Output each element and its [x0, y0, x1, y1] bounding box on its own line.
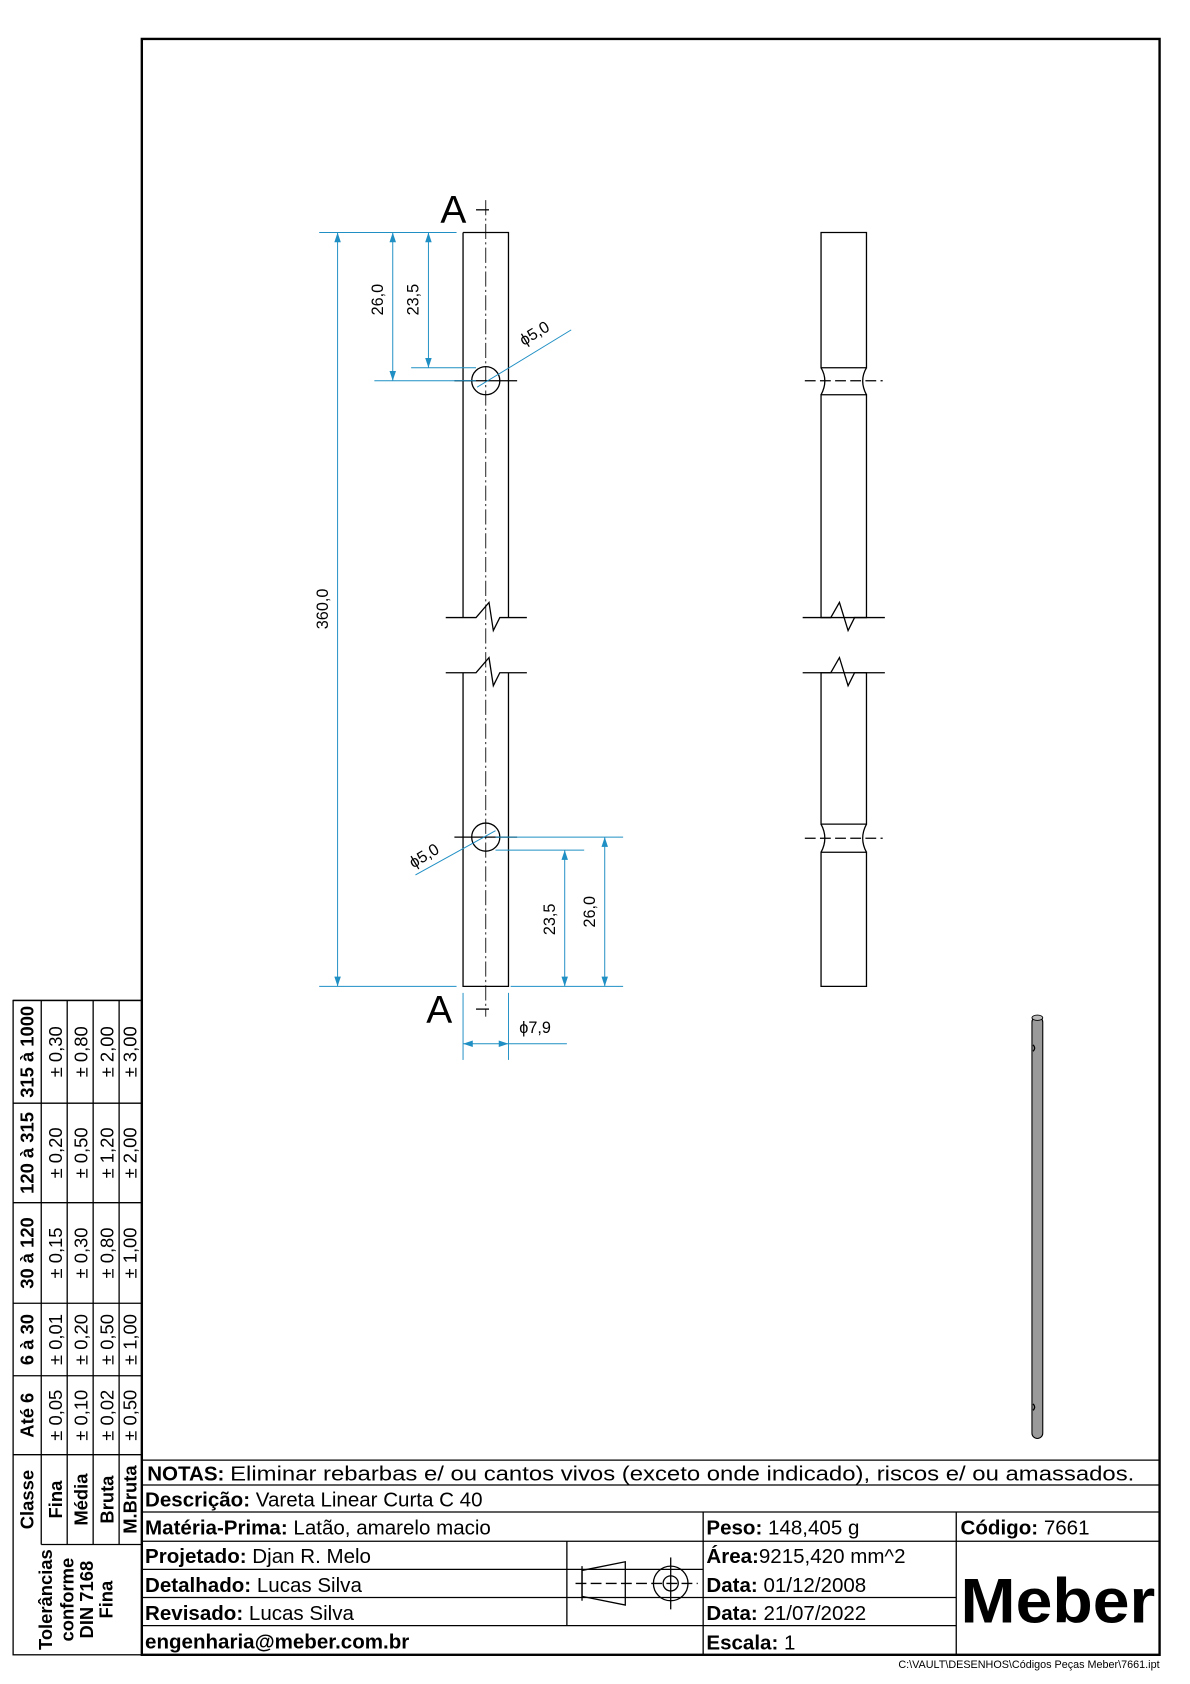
codigo-label: Código:: [961, 1517, 1039, 1540]
revisado-value: Lucas Silva: [249, 1602, 355, 1625]
file-path: C:\VAULT\DESENHOS\Códigos Peças Meber\76…: [898, 1659, 1159, 1671]
tolerance-title-line: Fina: [96, 1580, 117, 1619]
table-cell: ± 0,20: [45, 1127, 66, 1178]
table-header-cell: 6 à 30: [17, 1314, 38, 1365]
svg-text:Data: 01/12/2008: Data: 01/12/2008: [706, 1574, 866, 1597]
table-cell: ± 0,30: [71, 1228, 92, 1279]
materia-label: Matéria-Prima:: [145, 1517, 288, 1540]
dim-rod-dia: ϕ7,9: [519, 1019, 551, 1037]
table-row-label: Média: [71, 1473, 92, 1526]
data2-label: Data:: [706, 1602, 757, 1625]
meber-logo: Meber: [961, 1566, 1156, 1636]
email[interactable]: engenharia@meber.com.br: [145, 1630, 409, 1653]
data2-value: 21/07/2022: [763, 1602, 866, 1625]
data1-value: 01/12/2008: [763, 1574, 866, 1597]
tolerance-title-line: Tolerâncias: [35, 1549, 56, 1650]
dim-top-26: 26,0: [369, 284, 387, 316]
svg-text:NOTAS: Eliminar rebarbas e/ ou: NOTAS: Eliminar rebarbas e/ ou cantos vi…: [147, 1463, 1134, 1486]
table-cell: ± 1,00: [119, 1314, 140, 1365]
area-label: Área:: [706, 1545, 758, 1568]
section-label-top: A: [440, 189, 466, 232]
table-cell: ± 0,50: [71, 1127, 92, 1178]
notes-label: NOTAS:: [147, 1463, 224, 1486]
projetado-label: Projetado:: [145, 1545, 247, 1568]
projetado-value: Djan R. Melo: [252, 1545, 371, 1568]
table-cell: ± 1,00: [119, 1228, 140, 1279]
svg-text:Escala: 1: Escala: 1: [706, 1631, 795, 1654]
svg-text:Código: 7661: Código: 7661: [961, 1517, 1090, 1540]
table-header-cell: Até 6: [17, 1393, 38, 1438]
materia-value: Latão, amarelo macio: [293, 1517, 490, 1540]
svg-text:Projetado: Djan R. Melo: Projetado: Djan R. Melo: [145, 1545, 371, 1568]
descricao-label: Descrição:: [145, 1489, 250, 1512]
table-cell: ± 2,00: [119, 1127, 140, 1178]
svg-text:Área:9215,420 mm^2: Área:9215,420 mm^2: [706, 1545, 905, 1568]
table-cell: ± 0,50: [119, 1390, 140, 1441]
dimensions: 360,0 26,0 23,5 ϕ5,0 23,5 26,0 ϕ5,0 ϕ7,9: [314, 232, 624, 1060]
table-header-cell: 315 à 1000: [17, 1006, 38, 1098]
area-value: 9215,420 mm^2: [759, 1545, 906, 1568]
descricao-value: Vareta Linear Curta C 40: [256, 1489, 483, 1512]
table-cell: ± 0,80: [71, 1026, 92, 1077]
svg-text:Revisado: Lucas Silva: Revisado: Lucas Silva: [145, 1602, 354, 1625]
table-cell: ± 3,00: [119, 1026, 140, 1077]
detalhado-value: Lucas Silva: [257, 1574, 363, 1597]
revisado-label: Revisado:: [145, 1602, 243, 1625]
table-cell: ± 0,01: [45, 1314, 66, 1365]
table-cell: ± 1,20: [97, 1127, 118, 1178]
escala-value: 1: [784, 1631, 795, 1654]
third-angle-projection-icon: [575, 1557, 698, 1610]
peso-value: 148,405 g: [768, 1517, 859, 1540]
codigo-value: 7661: [1044, 1517, 1090, 1540]
svg-text:Descrição: Vareta Linear Curta: Descrição: Vareta Linear Curta C 40: [145, 1489, 482, 1512]
front-view: A A: [426, 189, 527, 1032]
table-header-cell: Classe: [17, 1470, 38, 1529]
table-cell: ± 0,15: [45, 1228, 66, 1279]
svg-text:Peso: 148,405 g: Peso: 148,405 g: [706, 1517, 859, 1540]
table-cell: ± 0,10: [71, 1390, 92, 1441]
table-row-label: Fina: [45, 1480, 66, 1519]
data1-label: Data:: [706, 1574, 757, 1597]
dim-top-23-5: 23,5: [405, 284, 423, 316]
table-row-label: M.Bruta: [119, 1465, 140, 1534]
tolerance-title-line: conforme: [57, 1558, 78, 1642]
table-cell: ± 0,02: [97, 1390, 118, 1441]
svg-text:Matéria-Prima: Latão, amarelo: Matéria-Prima: Latão, amarelo macio: [145, 1517, 491, 1540]
dim-bottom-23-5: 23,5: [541, 904, 559, 936]
dim-total-length: 360,0: [314, 589, 332, 630]
isometric-view: [1031, 1014, 1044, 1440]
table-cell: ± 0,30: [45, 1026, 66, 1077]
notes-value: Eliminar rebarbas e/ ou cantos vivos (ex…: [230, 1463, 1134, 1486]
escala-label: Escala:: [706, 1631, 778, 1654]
peso-label: Peso:: [706, 1517, 762, 1540]
dim-bottom-26: 26,0: [581, 896, 599, 928]
table-cell: ± 0,80: [97, 1228, 118, 1279]
table-row-label: Bruta: [97, 1475, 118, 1524]
svg-text:Data: 21/07/2022: Data: 21/07/2022: [706, 1602, 866, 1625]
tolerance-table: Classe Até 6 6 à 30 30 à 120 120 à 315 315 à …: [12, 999, 143, 1656]
drawing-frame: [140, 37, 1161, 1656]
detalhado-label: Detalhado:: [145, 1574, 251, 1597]
table-cell: ± 2,00: [97, 1026, 118, 1077]
table-header-cell: 120 à 315: [17, 1112, 38, 1194]
table-cell: ± 0,20: [71, 1314, 92, 1365]
section-label-bottom: A: [426, 989, 452, 1032]
title-block: NOTAS: Eliminar rebarbas e/ ou cantos vi…: [141, 1459, 1160, 1671]
section-view: [802, 231, 885, 988]
table-cell: ± 0,05: [45, 1390, 66, 1441]
svg-text:Detalhado: Lucas Silva: Detalhado: Lucas Silva: [145, 1574, 362, 1597]
tolerance-title-line: DIN 7168: [76, 1561, 97, 1639]
table-header-cell: 30 à 120: [17, 1217, 38, 1289]
dim-bottom-hole-dia: ϕ5,0: [406, 840, 442, 872]
table-cell: ± 0,50: [97, 1314, 118, 1365]
